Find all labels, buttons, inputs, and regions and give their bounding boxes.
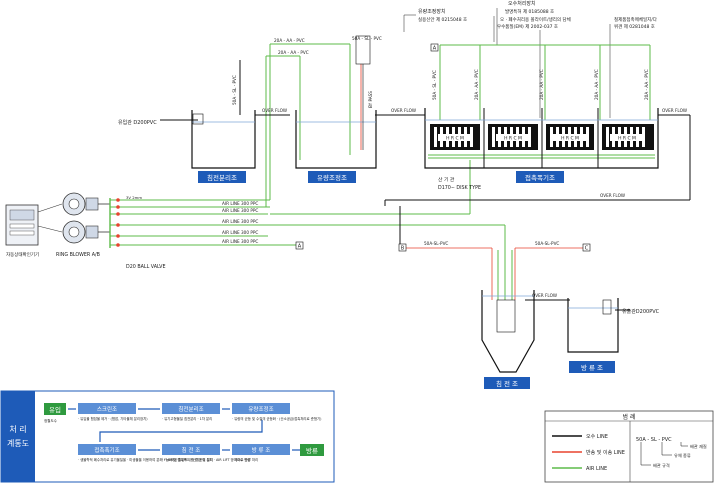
label-overflow-2: OVER FLOW (391, 108, 416, 113)
legend-label-air: AIR LINE (586, 466, 607, 472)
label-disinfect: 방 류 조 (581, 363, 603, 372)
label-20a-contact-1: 20A - AA - PVC (474, 69, 479, 100)
flowchart-title-2: 계통도 (7, 438, 29, 448)
air-lines (110, 43, 655, 300)
step-title-3: 유량조정조 (248, 406, 273, 413)
process-flowchart: 처 리 계통도 유입 정월도수 방류 스크린조 · 유입물 협잡물 제거 · (… (0, 390, 335, 483)
air-line-label-1: AIR LINE 300 PPC (222, 201, 258, 206)
label-20a-contact-4: 20A - AA - PVC (644, 69, 649, 100)
label-50a-lower-1: 50A-SL-PVC (424, 241, 448, 246)
hrcm-label-4: H R C M (618, 136, 636, 142)
air-line-label-5: AIR LINE 300 PPC (222, 239, 258, 244)
note-sewage: 오수처리장치 (508, 0, 536, 7)
step-desc-5: · Floc화된 활성오니를 침강 및 분리 · AIR LIFT 방식으로 반… (162, 457, 250, 462)
step-desc-1: · 유입물 협잡물 제거 · (협잡, 기타물체 분리장치) (78, 416, 148, 421)
disinfection-tank (567, 298, 619, 353)
step-title-4: 접촉폭기조 (94, 446, 119, 454)
legend-label-sewage: 오수 LINE (586, 434, 608, 440)
note-patent-1: 발명특허 제 0185088 호 (505, 8, 554, 15)
note-patent-2: 오 · 폐수처리용 폴라이트/생리의 담체 (500, 16, 571, 23)
label-ball-valve: D20 BALL VALVE (126, 264, 165, 270)
step-desc-3: · 유량의 균등 및 수질의 균등화 · (산소공급/접촉처리로 준혐기) (232, 416, 322, 421)
step-desc-6: · 처리수 방류 처리 (232, 457, 258, 462)
note-patent-3: 우수품질(EM) 제 2002-037 호 (497, 23, 558, 30)
sewage-lines (160, 60, 691, 311)
air-line-label-4: AIR LINE 300 PPC (222, 230, 258, 235)
label-20a-2: 20A - AA - PVC (278, 50, 309, 55)
marker-b: B (401, 246, 405, 252)
legend-title: 범 례 (623, 413, 636, 421)
label-sand-trap: 침전분리조 (207, 173, 237, 182)
label-blower: RING BLOWER A/B (56, 252, 100, 258)
hrcm-label-3: H R C M (561, 136, 579, 142)
legend-label-return: 반송 및 이송 LINE (586, 449, 625, 456)
marker-c: C (585, 246, 589, 252)
step-desc-4: · 생물학적 폐수처리로 유기물질을 · 미생물을 이용하여 분해 · 산화 및… (78, 457, 213, 462)
label-50a-lower-2: 50A-SL-PVC (535, 241, 559, 246)
note-flow-equip-no: 실용신안 제 0215048 호 (418, 16, 467, 23)
hrcm-label-2: H R C M (504, 136, 522, 142)
label-flow-meter: 3V 2mm (126, 195, 142, 200)
legend-pipe-example: 50A - SL - PVC (636, 437, 672, 443)
legend-pipe-type: 유체 종류 (674, 452, 691, 459)
air-line-label-2: AIR LINE 300 PPC (222, 208, 258, 213)
flowchart-outflow: 방류 (306, 446, 318, 455)
return-lines (360, 60, 585, 300)
label-flow-equal: 유량조정조 (317, 173, 347, 182)
flow-equalization-tank (295, 35, 377, 169)
label-inlet-pipe: 유입관 D200PVC (118, 119, 157, 126)
line-markers: A A B C (295, 43, 591, 252)
label-overflow-5: OVER FLOW (532, 293, 557, 298)
label-20a-contact-2: 20A - AA - PVC (539, 69, 544, 100)
label-outlet-pipe: 유출관D200PVC (622, 308, 660, 315)
air-line-label-3: AIR LINE 300 PPC (222, 219, 258, 224)
marker-a-lower: A (298, 244, 302, 250)
step-desc-2: · 유기고형물질 침전분리 · 1차 분리 (162, 416, 212, 421)
settling-tank (481, 290, 535, 373)
note-patent-4: 철제품접촉메체일지/다 (614, 16, 658, 23)
legend: 범 례 오수 LINE 반송 및 이송 LINE AIR LINE 50A - … (544, 410, 714, 483)
label-20a-contact-3: 20A - AA - PVC (594, 69, 599, 100)
step-title-6: 방 류 조 (252, 446, 271, 454)
note-patent-5: 위견 제 0281048 호 (614, 23, 655, 30)
label-media: 산 기 관 (438, 176, 455, 183)
flowchart-title-1: 처 리 (9, 425, 26, 434)
legend-pipe-size: 배관 규격 (653, 462, 670, 469)
label-overflow-1: OVER FLOW (262, 108, 287, 113)
sand-trap-tank (191, 110, 256, 169)
contact-aeration-tanks: H R C M H R C M H R C M H R C M (424, 108, 659, 169)
step-title-1: 스크린조 (97, 406, 117, 413)
label-media-type: D170∼ DISK TYPE (438, 185, 481, 191)
label-pipe-50a-vert: 50A - SL - PVC (232, 75, 237, 105)
label-bypass: BY PASS (368, 91, 373, 108)
tank-name-labels: 침전분리조 유량조정조 접촉폭기조 침 전 조 방 류 조 (198, 171, 615, 389)
process-text-labels: 유입관 D200PVC OVER FLOW OVER FLOW OVER FLO… (118, 36, 687, 315)
top-notes: 유량조정장치 실용신안 제 0215048 호 오수처리장치 발명특허 제 01… (403, 0, 658, 118)
label-panel: 자동상태확인기기 (6, 251, 39, 258)
flowchart-inflow: 유입 (49, 406, 61, 414)
air-line-labels: AIR LINE 300 PPC AIR LINE 300 PPC AIR LI… (222, 201, 258, 244)
label-overflow-3: OVER FLOW (662, 108, 687, 113)
label-settling: 침 전 조 (496, 379, 518, 388)
note-flow-equip: 유량조정장치 (418, 8, 446, 15)
label-50a-contact: 50A - SL - PVC (432, 70, 437, 100)
step-title-5: 침 전 조 (182, 446, 201, 454)
marker-a-top: A (433, 46, 437, 52)
label-50a-top: 50A - SL - PVC (352, 36, 382, 41)
flowchart-inflow-note: 정월도수 (44, 418, 58, 423)
label-overflow-4: OVER FLOW (600, 193, 625, 198)
label-20a-1: 20A - AA - PVC (274, 38, 305, 43)
step-title-2: 침전분리조 (178, 405, 203, 413)
hrcm-label-1: H R C M (446, 136, 464, 142)
legend-pipe-material: 배관 재질 (690, 443, 707, 450)
blower-equipment: 자동상태확인기기 RING BLOWER A/B D20 BALL VALVE … (5, 192, 165, 270)
label-contact: 접촉폭기조 (525, 173, 555, 182)
